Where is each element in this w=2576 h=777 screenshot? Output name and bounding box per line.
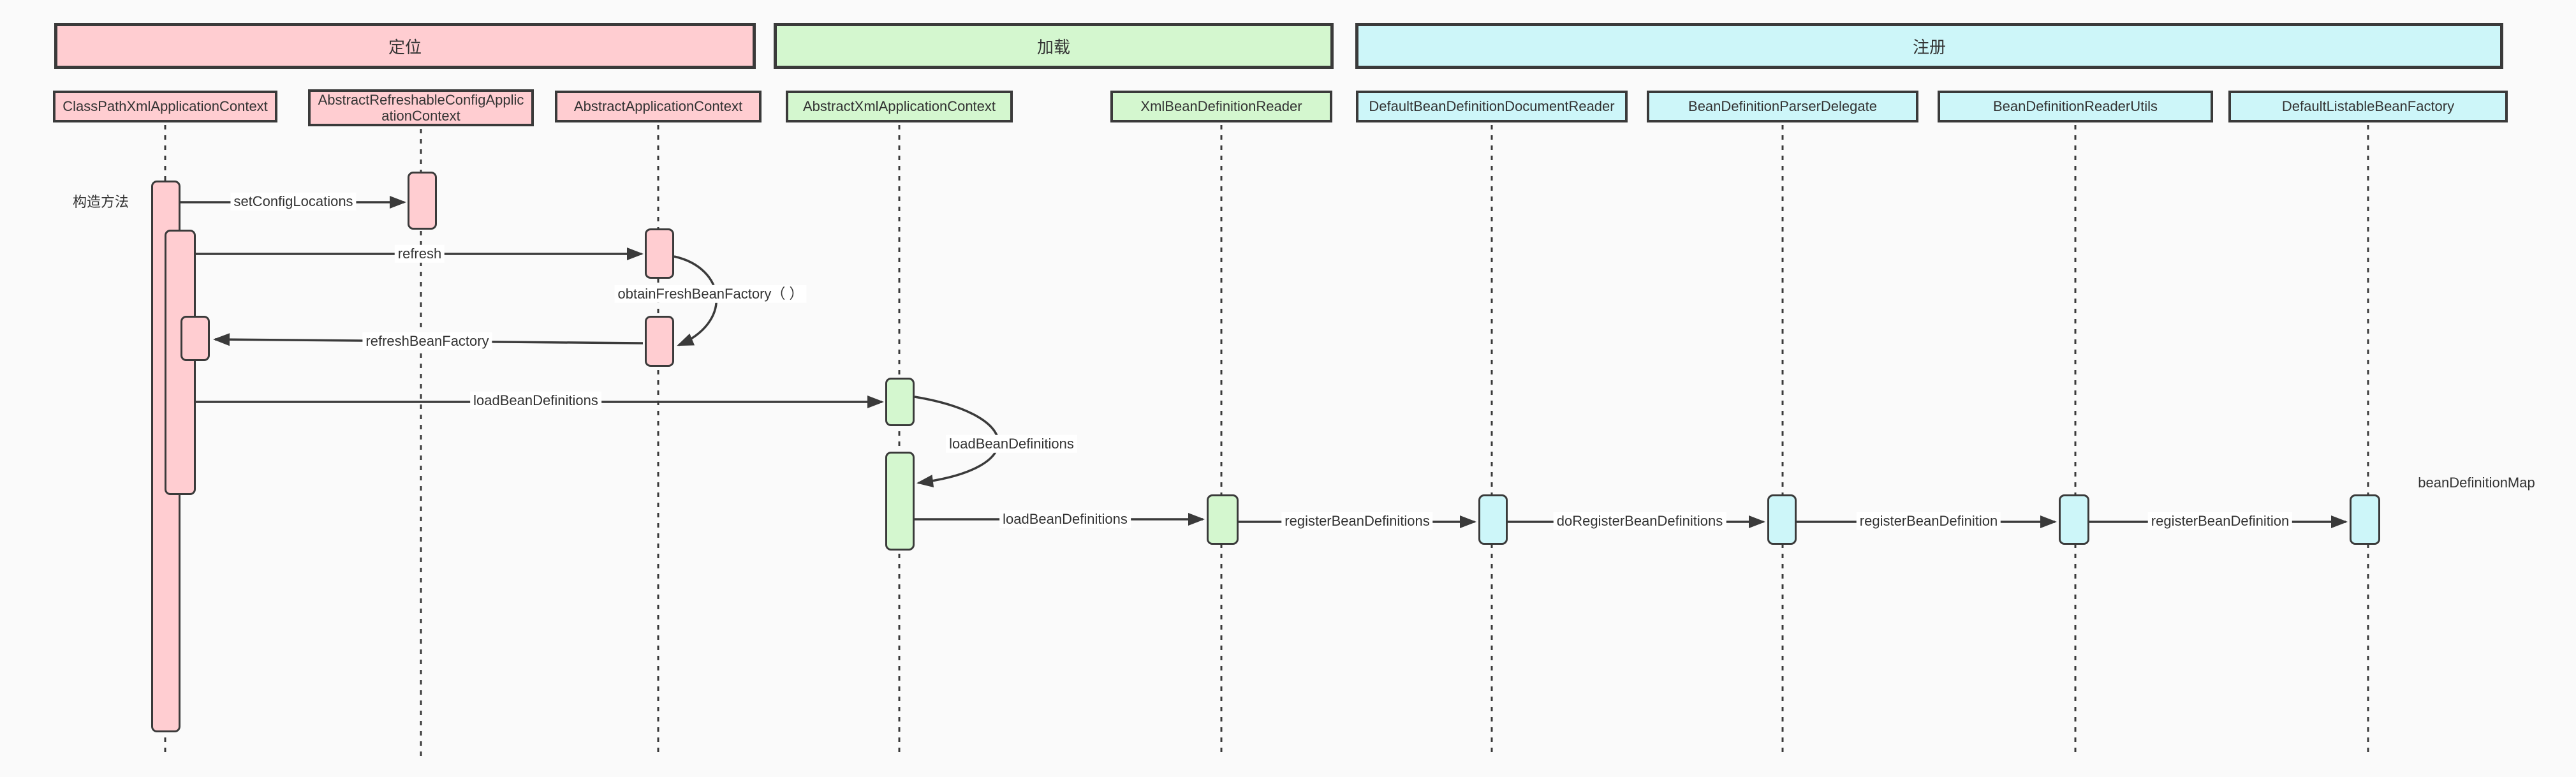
lifeline-box-abstractapplicationcontext: AbstractApplicationContext — [555, 91, 762, 122]
phase-band-register: 注册 — [1355, 23, 2503, 69]
message-label-refreshbeanfactory: refreshBeanFactory — [362, 332, 492, 351]
activation-classpath-inner — [180, 316, 210, 361]
lifeline-box-beandefinitionreaderutils: BeanDefinitionReaderUtils — [1938, 91, 2213, 122]
activation-xmlbeandefinitionreader — [1207, 494, 1239, 545]
bean-definition-map-label: beanDefinitionMap — [2418, 475, 2535, 491]
activation-abstractrefreshableconfig — [408, 172, 437, 230]
activation-defaultlistablebeanfactory — [2350, 494, 2380, 545]
message-label-setconfiglocations: setConfigLocations — [230, 192, 357, 211]
phase-band-locate-label: 定位 — [388, 37, 422, 57]
message-label-registerbeandefinition-1: registerBeanDefinition — [1856, 512, 2001, 531]
phase-band-locate: 定位 — [54, 23, 756, 69]
message-label-loadbeandefinitions-self: loadBeanDefinitions — [946, 434, 1077, 454]
lifeline-box-classpathxmlapplicationcontext: ClassPathXmlApplicationContext — [53, 91, 277, 122]
constructor-label: 构造方法 — [72, 194, 129, 210]
message-label-registerbeandefinition-2: registerBeanDefinition — [2147, 512, 2293, 531]
messages-layer — [180, 196, 2348, 528]
message-label-loadbeandefinitions-1: loadBeanDefinitions — [470, 391, 601, 410]
activation-defaultbeandefinitiondocumentreader — [1478, 494, 1508, 545]
activation-classpath-nested — [165, 230, 196, 495]
activation-abstractxmlapplicationcontext-1 — [885, 378, 915, 426]
lifeline-box-xmlbeandefinitionreader: XmlBeanDefinitionReader — [1110, 91, 1332, 122]
phase-band-load: 加载 — [774, 23, 1334, 69]
activation-beandefinitionparserdelegate — [1767, 494, 1797, 545]
lifelines-layer — [164, 125, 2369, 756]
lifeline-box-defaultlistablebeanfactory: DefaultListableBeanFactory — [2228, 91, 2508, 122]
phase-band-load-label: 加载 — [1036, 37, 1070, 57]
lifeline-box-defaultbeandefinitiondocumentreader: DefaultBeanDefinitionDocumentReader — [1356, 91, 1628, 122]
activation-beandefinitionreaderutils — [2059, 494, 2089, 545]
activation-abstractapplicationcontext-2 — [645, 316, 674, 367]
lifeline-box-beandefinitionparserdelegate: BeanDefinitionParserDelegate — [1647, 91, 1918, 122]
activation-abstractapplicationcontext-1 — [645, 228, 674, 279]
lifeline-box-abstractrefreshableconfigapplicationcontext: AbstractRefreshableConfigApplicationCont… — [308, 89, 534, 126]
phase-band-register-label: 注册 — [1912, 37, 1946, 57]
message-label-doregisterbeandefinitions: doRegisterBeanDefinitions — [1553, 512, 1726, 531]
message-label-obtainfreshbeanfactory: obtainFreshBeanFactory（ ） — [614, 285, 807, 304]
message-label-loadbeandefinitions-2: loadBeanDefinitions — [999, 510, 1131, 529]
activation-abstractxmlapplicationcontext-2 — [885, 452, 915, 551]
message-label-refresh: refresh — [394, 244, 445, 263]
lifeline-box-abstractxmlapplicationcontext: AbstractXmlApplicationContext — [786, 91, 1013, 122]
message-label-registerbeandefinitions: registerBeanDefinitions — [1281, 512, 1433, 531]
